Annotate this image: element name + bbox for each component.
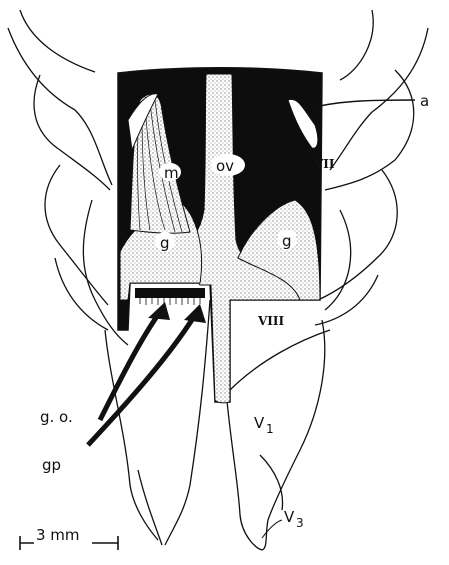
v3-leader (262, 520, 282, 538)
label-gp: gp (42, 456, 61, 474)
label-m-text: m (164, 164, 179, 182)
scale-bar: 3 mm (20, 526, 118, 550)
label-v3: V 3 (284, 508, 304, 530)
label-a: a (420, 92, 429, 110)
label-v1: V 1 (254, 414, 274, 436)
label-g-right: g (277, 230, 297, 250)
label-go: g. o. (40, 408, 73, 426)
label-g-right-text: g (282, 232, 292, 250)
label-v3-sub: 3 (296, 516, 304, 530)
a-leader (312, 100, 415, 108)
label-ov: ov (211, 154, 245, 176)
label-v3-main: V (284, 508, 295, 526)
label-segment-viii: VIII (257, 314, 285, 328)
label-segment-vii: VII (313, 157, 335, 171)
label-g-left: g (155, 232, 175, 252)
label-v1-main: V (254, 414, 265, 432)
gonopore-opening (135, 288, 205, 298)
arrow-gp (88, 304, 206, 445)
label-g-left-text: g (160, 234, 170, 252)
bristles (140, 298, 200, 305)
scale-bar-label: 3 mm (36, 526, 80, 544)
label-v1-sub: 1 (266, 422, 274, 436)
label-ov-text: ov (216, 157, 234, 175)
